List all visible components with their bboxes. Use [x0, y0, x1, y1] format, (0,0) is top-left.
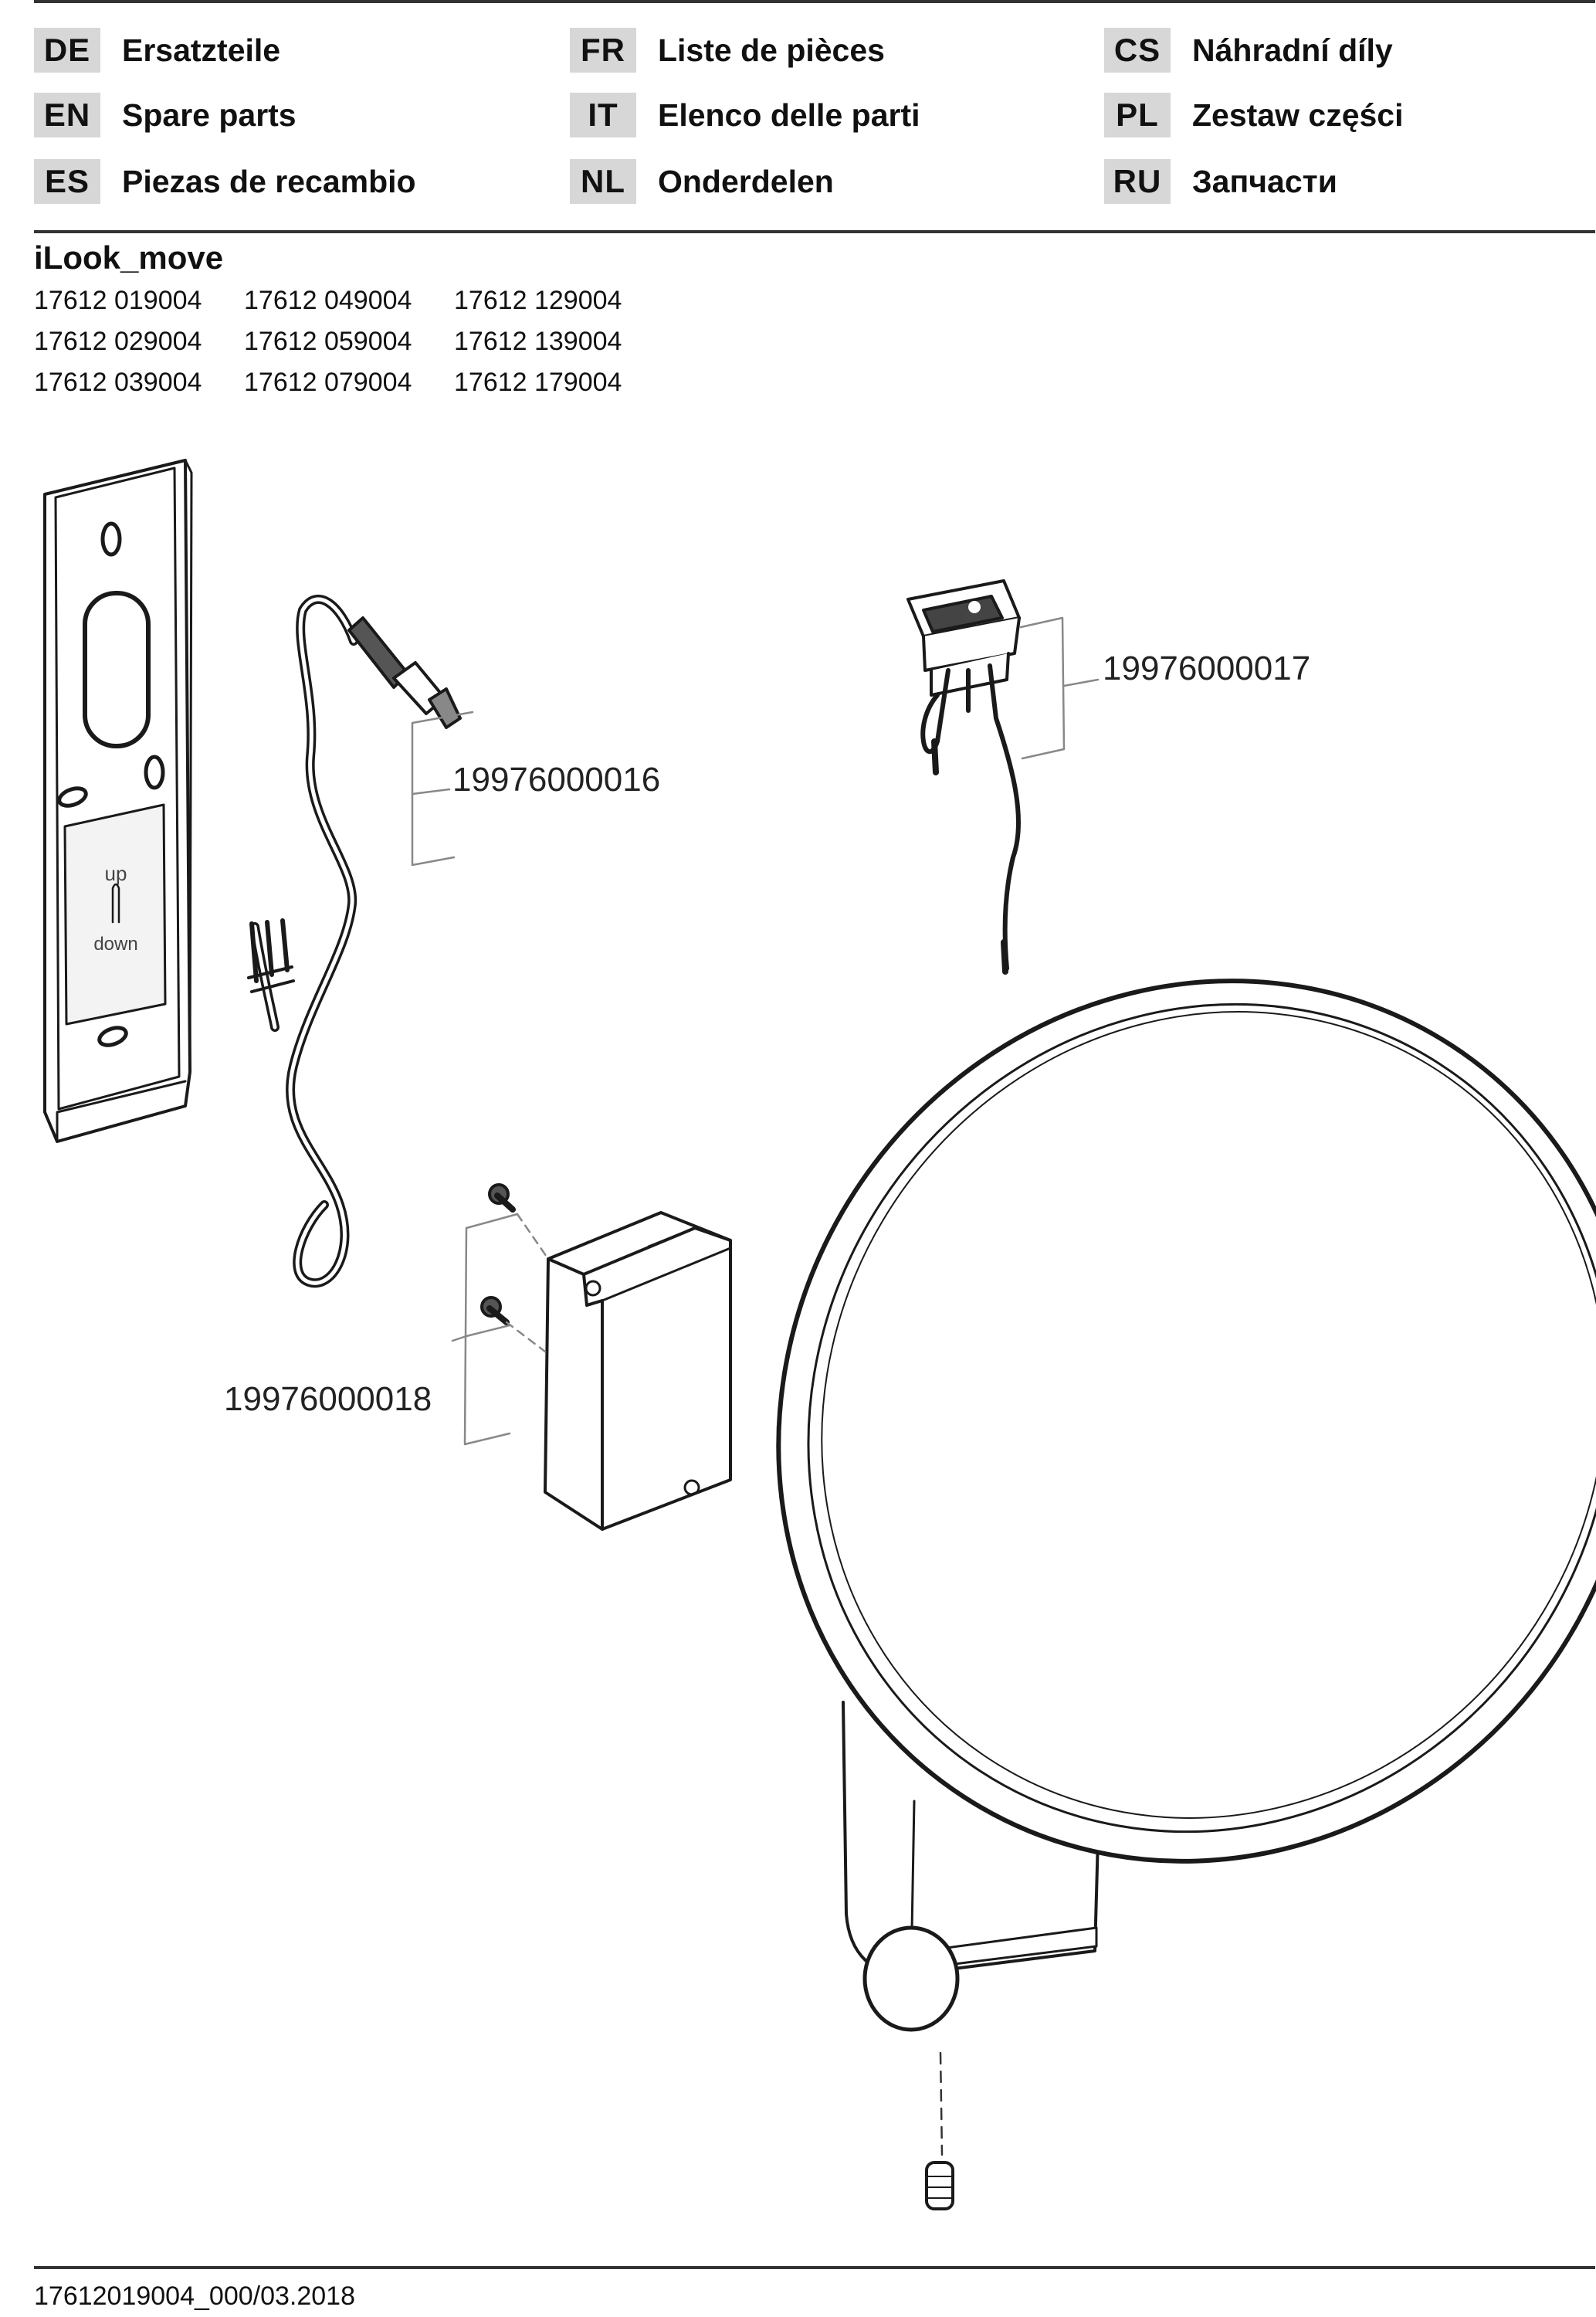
lang-row-cs: CS Náhradní díly — [1104, 26, 1393, 74]
header-divider — [34, 230, 1595, 233]
article-number: 17612 179004 — [454, 368, 622, 397]
lang-row-fr: FR Liste de pièces — [570, 26, 885, 74]
article-number: 17612 019004 — [34, 286, 202, 315]
article-number-grid: 17612 019004 17612 049004 17612 129004 1… — [34, 286, 664, 398]
lang-code: IT — [570, 93, 636, 137]
lang-code: EN — [34, 93, 100, 137]
top-rule — [34, 0, 1595, 3]
lang-row-es: ES Piezas de recambio — [34, 158, 416, 205]
document-id: 17612019004_000/03.2018 — [34, 2281, 355, 2311]
part-number-label: 19976000016 — [452, 761, 660, 799]
lang-label: Piezas de recambio — [122, 163, 416, 199]
power-cable — [247, 594, 462, 1288]
lang-row-en: EN Spare parts — [34, 91, 296, 139]
article-number: 17612 049004 — [244, 286, 412, 315]
article-number: 17612 059004 — [244, 327, 412, 356]
lang-code: ES — [34, 159, 100, 204]
lang-label: Onderdelen — [658, 163, 834, 199]
lang-label: Zestaw części — [1192, 97, 1404, 133]
lang-row-nl: NL Onderdelen — [570, 158, 834, 205]
lang-label: Spare parts — [122, 97, 296, 133]
lang-label: Liste de pièces — [658, 32, 885, 68]
leader-lines — [411, 616, 1100, 2156]
product-name: iLook_move — [34, 239, 224, 276]
article-number: 17612 029004 — [34, 327, 202, 356]
lang-row-it: IT Elenco delle parti — [570, 91, 920, 139]
lang-code: NL — [570, 159, 636, 204]
lang-label: Náhradní díly — [1192, 32, 1393, 68]
lang-code: FR — [570, 28, 636, 73]
article-number: 17612 039004 — [34, 368, 202, 397]
lang-label: Ersatzteile — [122, 32, 281, 68]
lang-code: RU — [1104, 159, 1171, 204]
part-number-label: 19976000017 — [1103, 650, 1310, 687]
lang-code: PL — [1104, 93, 1171, 137]
mirror — [776, 979, 1596, 2032]
transformer-box — [480, 1183, 732, 1531]
lang-row-pl: PL Zestaw części — [1104, 91, 1404, 139]
lang-code: DE — [34, 28, 100, 73]
lang-row-de: DE Ersatzteile — [34, 26, 280, 74]
plate-text-down: down — [93, 934, 137, 955]
article-number: 17612 079004 — [244, 368, 412, 397]
article-number: 17612 139004 — [454, 327, 622, 356]
set-screw — [925, 2161, 954, 2210]
rocker-switch — [906, 579, 1022, 975]
lang-row-ru: RU Запчасти — [1104, 158, 1337, 205]
footer-rule — [34, 2266, 1595, 2269]
article-number: 17612 129004 — [454, 286, 622, 315]
mounting-plate: up down — [43, 459, 193, 1143]
lang-label: Elenco delle parti — [658, 97, 920, 133]
lang-code: CS — [1104, 28, 1171, 73]
plate-text-up: up — [105, 862, 127, 885]
lang-label: Запчасти — [1192, 163, 1337, 199]
part-number-label: 19976000018 — [224, 1380, 432, 1418]
